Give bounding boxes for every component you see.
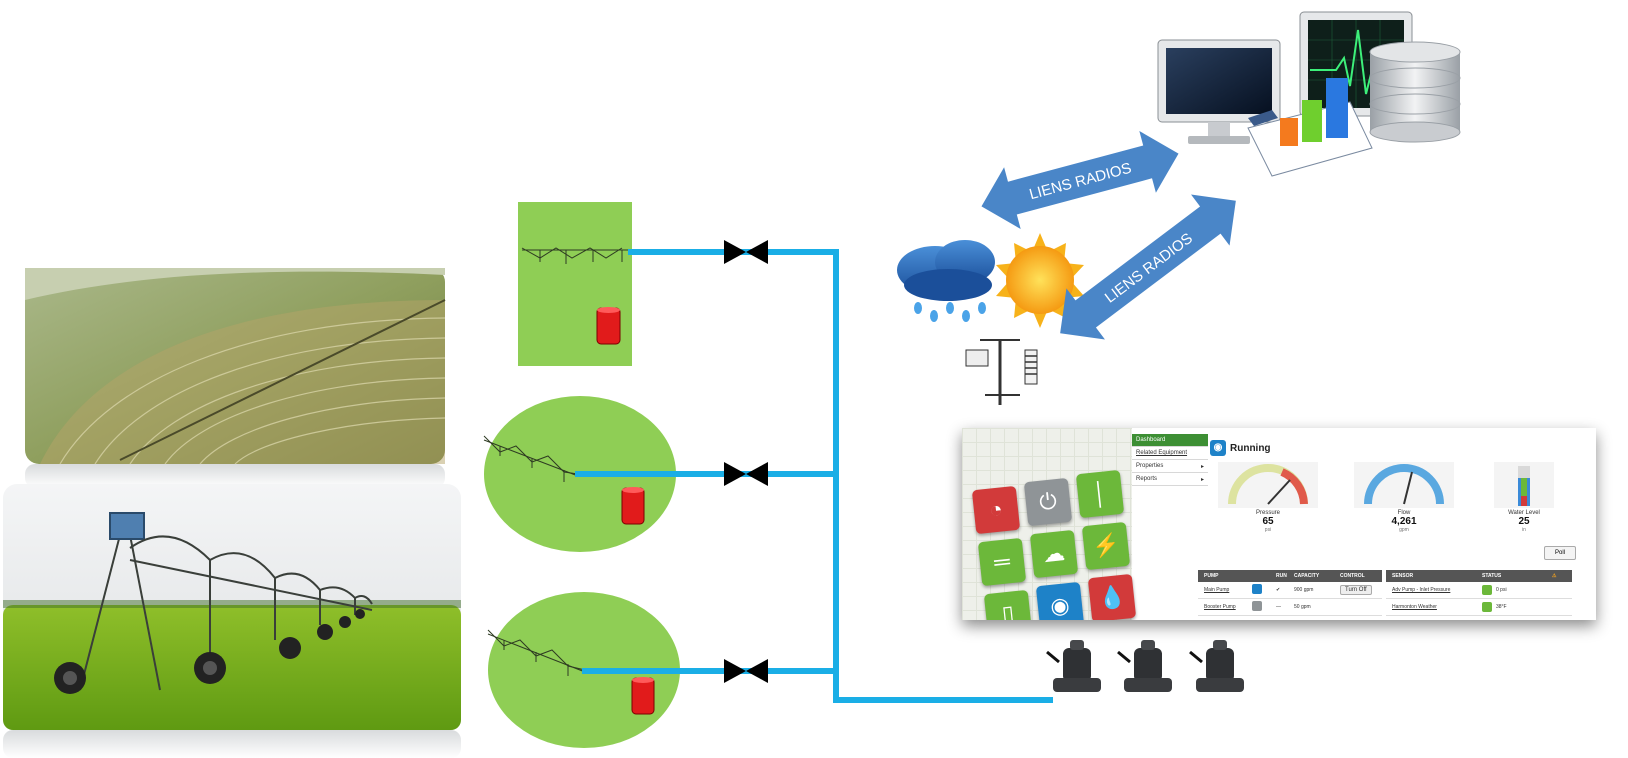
column-header: SENSOR — [1392, 573, 1414, 579]
gauge-label: Flow — [1397, 510, 1411, 516]
center-pivot-photo — [3, 484, 461, 758]
valve-icon: ═ — [977, 537, 1027, 587]
gauge-dial — [1354, 462, 1454, 508]
column-header: CAPACITY — [1294, 573, 1320, 579]
pump-name-link[interactable]: Main Pump — [1204, 587, 1230, 593]
database-icon — [1369, 41, 1461, 143]
computer-monitor-icon — [1157, 39, 1281, 144]
pump-icon: ◉ — [1210, 440, 1226, 456]
thermometer-icon: │ — [1075, 469, 1125, 519]
warning-icon: ⚠ — [1552, 573, 1557, 579]
nav-properties-label: Properties — [1136, 463, 1164, 469]
table-row: Booster Pump — 50 gpm — [1198, 599, 1382, 616]
rain-cloud-icon — [897, 240, 995, 322]
status-header: ◉ Running — [1210, 440, 1271, 456]
nav-dashboard[interactable]: Dashboard — [1132, 434, 1208, 447]
pump-name-link[interactable]: Booster Pump — [1204, 604, 1236, 610]
table-row: Main Pump ✔ 900 gpm Turn Off — [1198, 582, 1382, 599]
pump-icon — [1046, 640, 1101, 692]
lightning-icon: ⚡ — [1081, 521, 1131, 571]
nav-reports[interactable]: Reports ▸ — [1132, 473, 1208, 486]
weather-station-icon — [965, 339, 1038, 405]
gauge-icon — [1482, 585, 1492, 595]
sensor-name-link[interactable]: Adv Pump - Inlet Pressure — [1392, 587, 1451, 593]
pump-table: PUMP RUN CAPACITY CONTROL Main Pump ✔ 90… — [1198, 570, 1382, 616]
gauge-unit: in — [1522, 527, 1526, 533]
app-tiles: ◔ ⏻ │ ═ ☁ ⚡ ▯ ◉ 💧 — [962, 428, 1137, 620]
pump-icon — [1117, 640, 1172, 692]
pressure-gauge: Pressure 65 psi — [1218, 462, 1318, 533]
bar-chart-icon — [1247, 78, 1373, 177]
cloud-icon — [1482, 602, 1492, 612]
nav-related-equipment[interactable]: Related Equipment — [1132, 447, 1208, 460]
valve-icon — [724, 462, 768, 486]
chevron-right-icon: ▸ — [1200, 477, 1204, 483]
gauge-unit: psi — [1264, 527, 1272, 533]
pump-dashboard-screenshot: ◔ ⏻ │ ═ ☁ ⚡ ▯ ◉ 💧 Dashboard Related Equi… — [962, 428, 1596, 620]
power-icon: ⏻ — [1023, 477, 1073, 527]
tank-icon: ▯ — [983, 589, 1033, 620]
chevron-right-icon: ▸ — [1200, 464, 1204, 470]
pump-icon: ◉ — [1035, 581, 1085, 620]
column-header: STATUS — [1482, 573, 1502, 579]
poll-button[interactable]: Poll — [1544, 546, 1576, 560]
gauge-label: Pressure — [1255, 510, 1280, 516]
radio-link-label-bottom: LIENS RADIOS — [1102, 230, 1196, 307]
level-bar — [1494, 462, 1554, 508]
gauge-value: 25 — [1518, 516, 1530, 527]
cloud-icon: ☁ — [1029, 529, 1079, 579]
gauge-label: Water Level — [1508, 510, 1540, 516]
aerial-field-photo — [25, 268, 446, 488]
speedometer-icon: ◔ — [971, 485, 1021, 535]
gauge-value: 4,261 — [1391, 516, 1417, 527]
sensor-status: 0 psi — [1496, 587, 1507, 593]
nav-reports-label: Reports — [1136, 476, 1158, 482]
sun-icon — [996, 233, 1084, 328]
table-header: SENSOR STATUS ⚠ — [1386, 570, 1572, 582]
water-tank-1 — [596, 307, 621, 345]
gauge-unit: gpm — [1399, 527, 1409, 533]
table-row: Adv Pump - Inlet Pressure 0 psi — [1386, 582, 1572, 599]
table-row: Harmonton Weather 38°F — [1386, 599, 1572, 616]
gauge-value: 65 — [1262, 516, 1274, 527]
status-title: Running — [1230, 442, 1271, 454]
run-status: — — [1276, 604, 1281, 610]
capacity-value: 900 gpm — [1294, 587, 1314, 593]
capacity-value: 50 gpm — [1294, 604, 1311, 610]
water-level-gauge: Water Level 25 in — [1484, 462, 1564, 533]
valve-icon — [724, 240, 768, 264]
pump-icon — [1252, 601, 1262, 611]
table-header: PUMP RUN CAPACITY CONTROL — [1198, 570, 1382, 582]
column-header: RUN — [1276, 573, 1287, 579]
field-1 — [518, 202, 632, 366]
turn-off-button[interactable]: Turn Off — [1340, 585, 1372, 595]
sensor-status: 38°F — [1496, 604, 1507, 610]
dashboard-nav: Dashboard Related Equipment Properties ▸… — [1132, 434, 1208, 486]
column-header: CONTROL — [1340, 573, 1365, 579]
valve-icon — [724, 659, 768, 683]
water-tank-3 — [631, 677, 655, 715]
column-header: PUMP — [1204, 573, 1219, 579]
pump-icon — [1252, 584, 1262, 594]
water-tank-2 — [621, 487, 645, 525]
sensor-name-link[interactable]: Harmonton Weather — [1392, 604, 1437, 610]
water-drop-icon: 💧 — [1087, 573, 1137, 620]
pump-icon — [1189, 640, 1244, 692]
gauge-dial — [1218, 462, 1318, 508]
nav-properties[interactable]: Properties ▸ — [1132, 460, 1208, 473]
run-status: ✔ — [1276, 587, 1281, 593]
sensor-table: SENSOR STATUS ⚠ Adv Pump - Inlet Pressur… — [1386, 570, 1572, 616]
radio-link-arrow-top: LIENS RADIOS — [981, 130, 1179, 230]
flow-gauge: Flow 4,261 gpm — [1354, 462, 1454, 533]
